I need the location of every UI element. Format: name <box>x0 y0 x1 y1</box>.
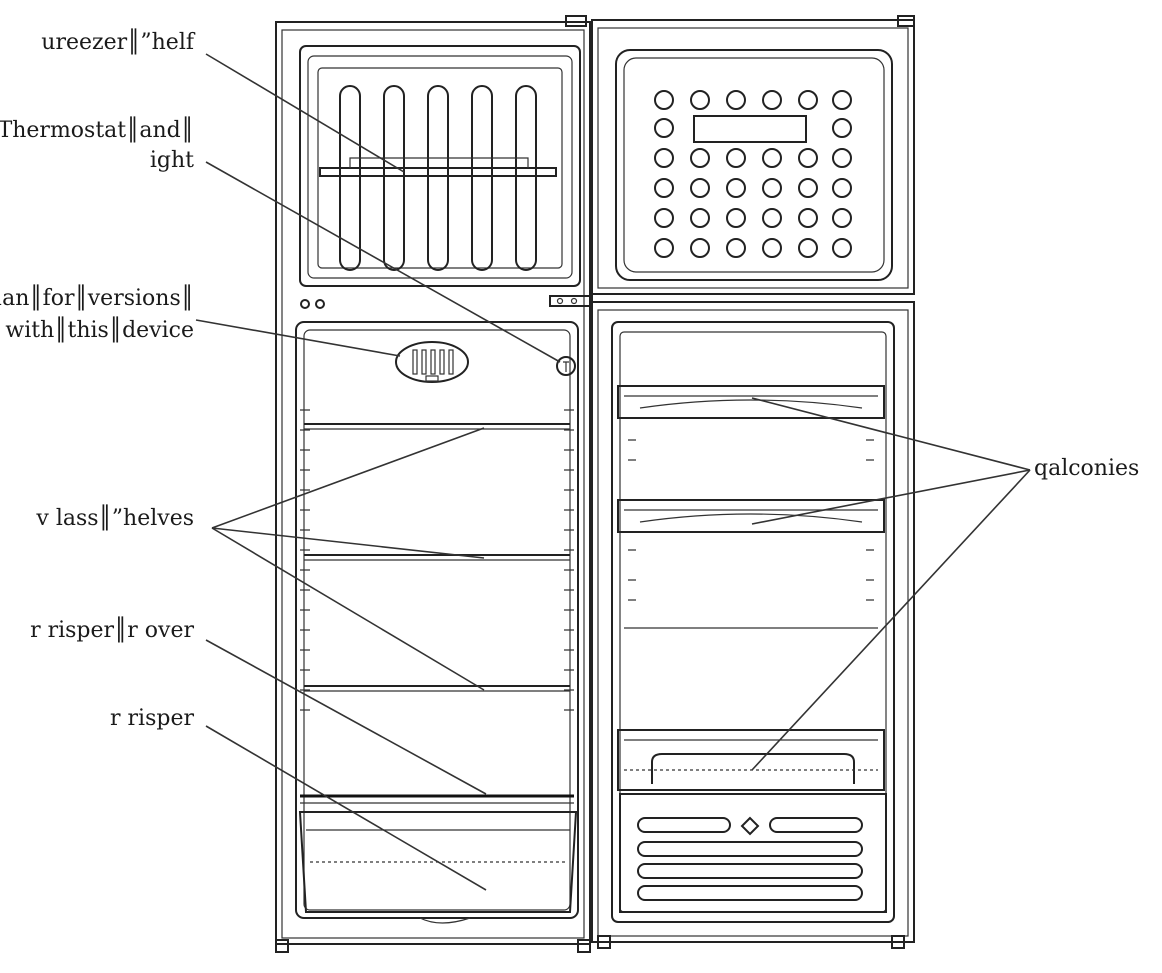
freezer-shelf <box>319 157 557 177</box>
fan-unit <box>395 341 469 383</box>
door-balconies <box>617 385 885 791</box>
label-fan-line1: uan║for║versions║ <box>0 286 194 311</box>
hinge-middle <box>549 295 593 307</box>
leader-crisper-cover <box>205 639 487 795</box>
leader-crisper <box>205 725 487 891</box>
freezer-door-egg-tray <box>654 90 852 258</box>
leader-balcony-1 <box>751 397 1031 471</box>
label-fan-line2: with║this║device <box>5 318 194 343</box>
leader-thermostat <box>205 161 561 363</box>
leader-balcony-3 <box>751 469 1031 771</box>
door-rail-marks <box>628 439 874 601</box>
cabinet-outline <box>275 21 591 953</box>
leader-glass-2 <box>211 527 485 559</box>
leader-freezer-shelf <box>205 53 405 173</box>
label-freezer-shelf: ureezer║”helf <box>41 30 194 55</box>
shelf-supports <box>300 409 574 711</box>
leader-lines <box>195 53 1031 891</box>
bottom-grille <box>619 793 887 913</box>
freezer-compartment <box>299 45 581 287</box>
glass-shelves <box>304 423 570 692</box>
leader-balcony-2 <box>751 469 1031 525</box>
freezer-evaporator-slots <box>339 85 537 271</box>
crisper-drawer <box>298 811 578 924</box>
label-balconies: qalconies <box>1034 456 1140 481</box>
thermostat-light <box>556 356 576 376</box>
label-crisper-cover: r risper║r over <box>30 618 194 643</box>
leader-fan <box>195 319 401 357</box>
leader-glass-3 <box>211 527 485 691</box>
control-buttons <box>300 299 325 309</box>
label-glass-shelves: v lass║”helves <box>36 506 194 531</box>
crisper-cover <box>300 794 574 804</box>
fridge-compartment <box>295 321 579 919</box>
label-thermostat-line2: ight <box>149 148 194 173</box>
leader-glass-1 <box>211 427 485 529</box>
label-thermostat-line1: Thermostat║and║ <box>0 118 194 143</box>
freezer-door <box>565 15 915 295</box>
label-crisper: r risper <box>110 706 194 731</box>
